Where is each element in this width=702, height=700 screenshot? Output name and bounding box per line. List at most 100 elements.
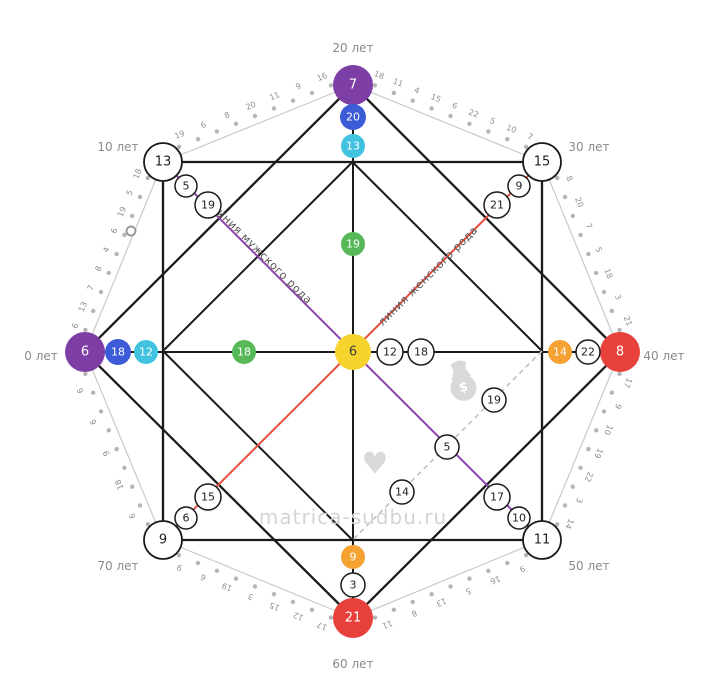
age-dot (586, 251, 591, 257)
age-dot (271, 592, 277, 597)
energy-circle: 10 (507, 506, 531, 530)
edge-year-number: 6 (88, 418, 98, 426)
heart-icon: ♥ (362, 447, 389, 482)
vertex-circle-0-лет: 6 (65, 332, 105, 372)
energy-circle: 19 (341, 232, 365, 256)
perimeter-edge-line (541, 161, 621, 353)
perimeter-edge-line (352, 539, 543, 619)
edge-year-number: 9 (613, 402, 623, 410)
age-dot (252, 584, 258, 589)
vertex-circle-60-лет: 21 (333, 598, 373, 638)
edge-year-number: 6 (451, 101, 459, 111)
edge-year-number: 19 (173, 129, 186, 141)
age-dot (617, 327, 622, 333)
age-dot (195, 136, 201, 142)
age-dot (486, 129, 491, 134)
edge-year-number: 9 (175, 562, 183, 572)
energy-circle-shape (481, 387, 507, 413)
edge-year-number: 9 (294, 82, 302, 92)
age-dot (83, 371, 88, 377)
energy-circle: 18 (105, 339, 131, 365)
edge-year-number: 5 (488, 116, 496, 126)
edge-year-number: 19 (221, 581, 234, 593)
energy-circle: 3 (340, 572, 366, 598)
vertex-circle-30-лет-shape (522, 142, 562, 182)
energy-circle-value: 12 (139, 346, 153, 359)
age-dot (410, 599, 415, 605)
energy-circle: 6 (174, 506, 198, 530)
edge-year-number: 19 (116, 205, 128, 218)
age-dot (562, 194, 568, 200)
age-dot (328, 83, 334, 88)
age-dot (328, 615, 334, 620)
age-dot (106, 270, 111, 276)
vertex-circle-0-лет-value: 6 (81, 345, 89, 360)
vertex-circle-0-лет-shape (65, 332, 105, 372)
money-bag-body (450, 374, 477, 401)
edge-year-number: 6 (75, 387, 85, 395)
vertex-circle-70-лет-value: 9 (159, 533, 167, 548)
edge-year-number: 7 (584, 222, 594, 230)
energy-circle-value: 17 (490, 491, 504, 504)
age-dot (137, 194, 143, 200)
vertex-circle-10-лет-shape (143, 142, 183, 182)
age-dot (290, 599, 296, 605)
age-dot (214, 129, 220, 134)
energy-circle: 15 (194, 483, 222, 511)
edge-year-number: 19 (592, 447, 604, 460)
money-bag-knot (450, 360, 467, 371)
vertex-circle-20-лет-shape (333, 65, 373, 105)
edge-year-number: 6 (199, 120, 207, 130)
age-dot (90, 308, 96, 314)
age-dot (523, 552, 529, 558)
perimeter-edge-line (352, 84, 543, 163)
energy-circle-value: 14 (395, 486, 409, 499)
energy-circle-shape (232, 340, 256, 364)
energy-circle-value: 19 (201, 199, 215, 212)
vertex-circle-30-лет-value: 15 (534, 155, 551, 170)
male-lineage-label: линия мужского рода (209, 201, 315, 307)
age-dot (486, 568, 491, 573)
age-dot (176, 553, 182, 558)
age-label: 50 лет (568, 559, 609, 573)
age-dot (570, 484, 575, 489)
edge-year-number: 10 (602, 423, 614, 436)
current-age-ring-marker (125, 225, 137, 237)
age-dot (114, 446, 119, 452)
age-label: 60 лет (332, 657, 373, 671)
vertex-circle-60-лет-value: 21 (345, 611, 362, 626)
energy-circle-shape (341, 545, 365, 569)
energy-circle-value: 6 (183, 512, 190, 525)
energy-circle: 22 (575, 339, 601, 365)
energy-circle: 19 (481, 387, 507, 413)
age-dot (467, 576, 472, 581)
energy-circle: 18 (407, 338, 435, 366)
age-dot (617, 371, 622, 377)
age-dot (233, 121, 239, 126)
age-label: 30 лет (568, 140, 609, 154)
edge-year-number: 14 (563, 517, 575, 530)
energy-circle-value: 3 (350, 579, 357, 592)
energy-circle-value: 21 (490, 199, 504, 212)
vertex-circle-70-лет-shape (143, 520, 183, 560)
age-dot (309, 90, 315, 96)
age-dot (609, 390, 614, 395)
edge-year-number: 8 (93, 265, 103, 273)
edge-year-number: 17 (316, 620, 329, 632)
edge-year-number: 16 (316, 71, 329, 83)
edge-year-number: 18 (373, 69, 386, 81)
energy-circle: 12 (376, 338, 404, 366)
energy-circle-shape (376, 338, 404, 366)
age-dot (429, 591, 434, 597)
energy-circle-shape (194, 191, 222, 219)
age-dot (505, 560, 510, 566)
edge-year-number: 4 (101, 246, 111, 254)
energy-circle-value: 5 (444, 441, 451, 454)
edge-year-number: 6 (199, 572, 207, 582)
center-circle: 6 (335, 334, 371, 370)
edge-year-number: 15 (429, 92, 442, 104)
energy-circle-value: 13 (346, 140, 360, 153)
vertex-circle-50-лет-shape (522, 520, 562, 560)
